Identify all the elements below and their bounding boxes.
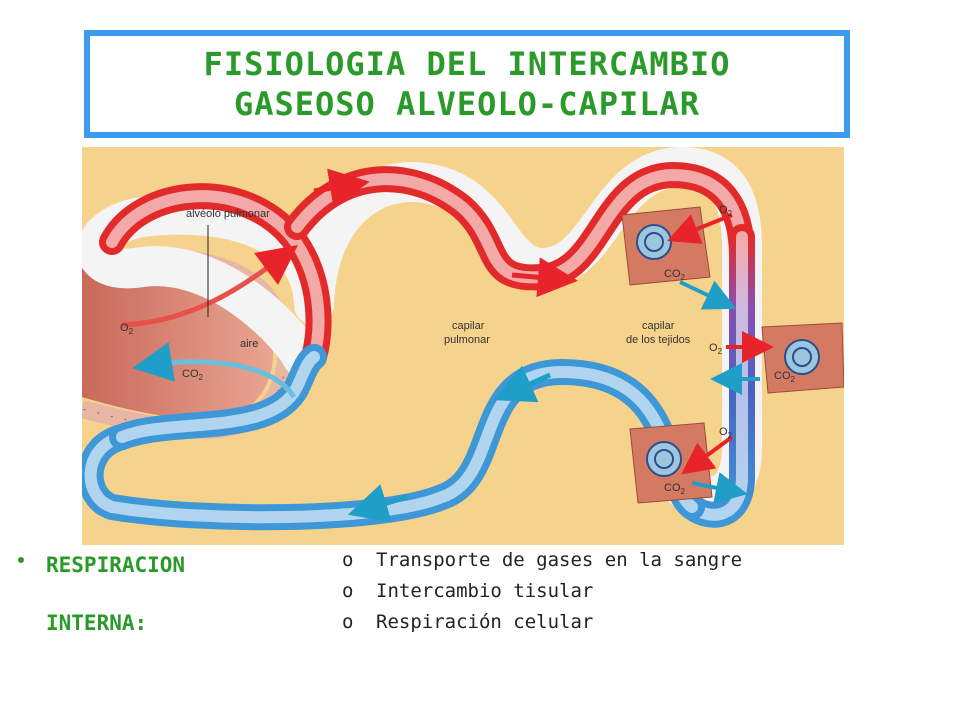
label-capilar-tejidos-2: de los tejidos <box>626 334 691 346</box>
title-line-1: FISIOLOGIA DEL INTERCAMBIO <box>203 45 731 83</box>
list-item-text: Intercambio tisular <box>376 580 594 602</box>
label-o2-tissue-3: O2 <box>719 426 733 440</box>
tissue-cell-2 <box>761 322 844 394</box>
flow-arrow-red-2 <box>511 257 578 298</box>
label-o2-alveolo: O2 <box>120 322 134 336</box>
label-o2-tissue-1: O2 <box>719 204 733 218</box>
label-capilar-pulmonar-1: capilar <box>452 320 485 332</box>
label-capilar-pulmonar-2: pulmonar <box>444 334 490 346</box>
list-item-text: Respiración celular <box>376 611 594 633</box>
label-co2-tissue-3: CO2 <box>664 482 686 496</box>
list-marker: o <box>342 580 354 602</box>
label-capilar-tejidos-1: capilar <box>642 320 675 332</box>
tissue-exchange-arrows <box>667 213 774 504</box>
flow-arrows <box>313 168 578 523</box>
label-aire: aire <box>240 338 258 350</box>
gas-exchange-diagram: alvéolo pulmonar aire capilar pulmonar c… <box>82 147 844 545</box>
title-line-2: GASEOSO ALVEOLO-CAPILAR <box>233 85 701 123</box>
title-box: FISIOLOGIA DEL INTERCAMBIO GASEOSO ALVEO… <box>84 30 850 138</box>
label-alveolo: alvéolo pulmonar <box>186 208 270 220</box>
flow-arrow-blue-2 <box>347 484 408 523</box>
label-co2-alveolo: CO2 <box>182 368 204 382</box>
co2-release-arrow <box>132 342 297 399</box>
flow-arrow-red-1 <box>313 168 370 209</box>
bullet-dot <box>18 557 24 563</box>
label-co2-tissue-1: CO2 <box>664 268 686 282</box>
list-item-text: Transporte de gases en la sangre <box>376 549 743 571</box>
label-o2-tissue-2: O2 <box>709 342 723 356</box>
list-marker: o <box>342 611 354 633</box>
flow-arrow-blue-1 <box>493 365 552 403</box>
label-co2-tissue-2: CO2 <box>774 370 796 384</box>
list-marker: o <box>342 549 354 571</box>
heading-line-2: INTERNA: <box>46 611 148 635</box>
heading-line-1: RESPIRACION <box>46 553 186 577</box>
o2-uptake-arrow <box>121 245 299 328</box>
